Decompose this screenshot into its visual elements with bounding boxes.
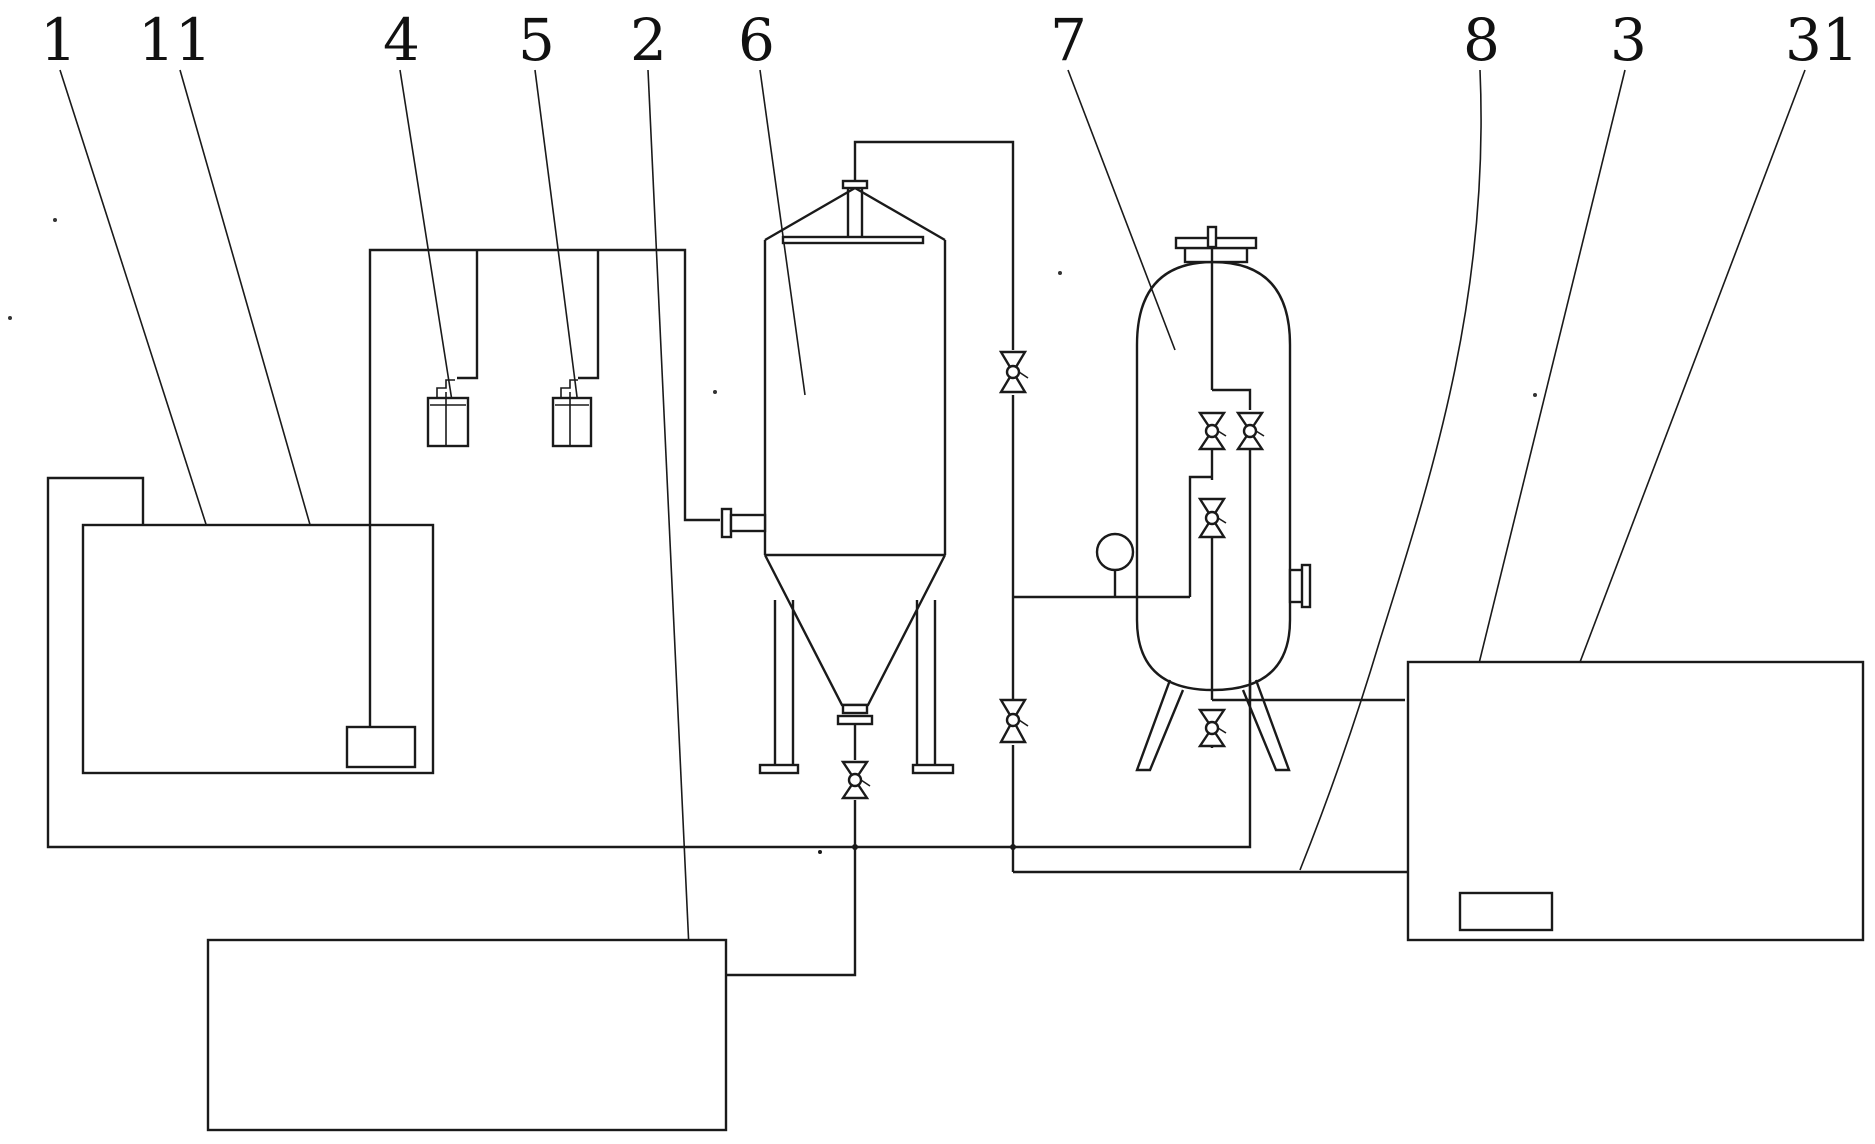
pump-31 bbox=[1458, 891, 1554, 932]
valve-lower-right bbox=[998, 698, 1029, 744]
label-6: 6 bbox=[738, 6, 775, 74]
label-7: 7 bbox=[1050, 6, 1087, 74]
reaction-tank-6 bbox=[720, 179, 955, 775]
pump-11 bbox=[345, 725, 417, 769]
tank-2 bbox=[206, 938, 728, 1132]
pressure-vessel-7 bbox=[1135, 225, 1312, 772]
return-loop-pipe bbox=[46, 476, 1252, 849]
label-3: 3 bbox=[1610, 6, 1647, 74]
label-2: 2 bbox=[630, 6, 667, 74]
label-1: 1 bbox=[40, 6, 77, 74]
valve-tank6-bottom bbox=[840, 760, 871, 800]
dosing-vessel-5 bbox=[551, 379, 593, 448]
valve-upper-right bbox=[998, 350, 1029, 394]
label-11: 11 bbox=[138, 6, 212, 74]
leader-8-curve bbox=[1299, 69, 1482, 871]
label-5: 5 bbox=[518, 6, 555, 74]
label-8: 8 bbox=[1463, 6, 1500, 74]
pressure-gauge bbox=[1095, 532, 1135, 597]
dosing-header-pipe bbox=[368, 248, 720, 727]
vessel7-valves bbox=[1188, 388, 1405, 748]
label-31: 31 bbox=[1785, 6, 1859, 74]
dosing-vessel-4 bbox=[426, 379, 470, 448]
label-4: 4 bbox=[383, 6, 420, 74]
